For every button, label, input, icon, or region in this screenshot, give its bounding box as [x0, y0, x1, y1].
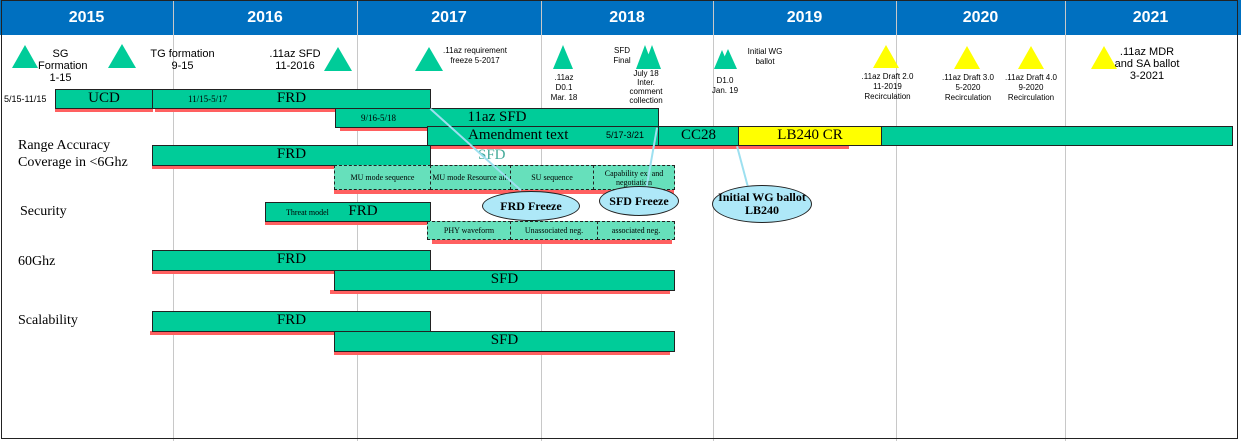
security-frd-bar: Threat model FRD: [265, 202, 431, 222]
amendment-label: Amendment text: [468, 127, 569, 143]
milestone-d01: .11az D0.1 Mar. 18: [550, 73, 578, 102]
threat-model-label: Threat model: [286, 208, 329, 217]
milestone-triangle-icon: [954, 46, 980, 69]
sfd-label: 11az SFD: [467, 109, 527, 125]
gridline: [713, 0, 714, 441]
milestone-triangle-icon: [553, 45, 573, 69]
milestone-sfd: .11az SFD 11-2016: [269, 48, 321, 72]
cc28-label: CC28: [680, 127, 716, 143]
gridline: [173, 0, 174, 441]
year-2016: 2016: [247, 9, 283, 26]
subtask: MU mode sequence: [334, 165, 431, 190]
sfd-dates: 9/16-5/18: [361, 113, 396, 123]
initial-wg-ballot-callout: Initial WG ballot LB240: [712, 185, 812, 223]
year-2015: 2015: [68, 9, 105, 26]
sfd-bar: 9/16-5/18 11az SFD: [335, 108, 659, 128]
milestone-sg: SG Formation 1-15: [38, 48, 88, 84]
milestone-triangle-icon: [1091, 46, 1117, 69]
gridline: [1065, 0, 1066, 441]
ballot-bar: [881, 126, 1233, 146]
bar-label: SFD: [490, 271, 519, 287]
frd-dates: 11/15-5/17: [188, 94, 228, 104]
milestone-d20: .11az Draft 2.0 11-2019 Recirculation: [861, 72, 914, 101]
progress-underline: [55, 108, 153, 112]
scal-frd-bar: FRD: [152, 311, 431, 332]
progress-underline: [334, 351, 670, 355]
lb240-label: LB240 CR: [777, 127, 843, 143]
year-2019: 2019: [786, 9, 823, 26]
year-2021: 2021: [1132, 9, 1169, 26]
progress-underline: [265, 221, 431, 225]
row-label-range: Range Accuracy: [18, 138, 111, 153]
subtask: PHY waveform: [427, 221, 511, 240]
bar-label: SFD: [490, 332, 519, 348]
year-2018: 2018: [609, 9, 645, 26]
bar-label: FRD: [276, 251, 307, 267]
progress-underline: [155, 108, 431, 112]
range-frd-bar: FRD: [152, 145, 431, 166]
bar-label: FRD: [276, 146, 307, 162]
lb240-bar: LB240 CR: [738, 126, 882, 146]
progress-underline: [152, 165, 430, 169]
progress-underline: [334, 190, 674, 194]
bar-label: FRD: [276, 312, 307, 328]
milestone-d10: D1.0 Jan. 19: [711, 76, 739, 95]
row-label-security: Security: [20, 204, 67, 219]
row-label-coverage: Coverage in <6Ghz: [18, 155, 128, 170]
milestone-july: July 18 Inter. comment collection: [629, 69, 663, 105]
frd-bar: 11/15-5/17 FRD: [152, 89, 431, 109]
milestone-req: .11az requirement freeze 5-2017: [443, 46, 507, 65]
milestone-triangle-icon: [324, 47, 352, 71]
year-2017: 2017: [431, 9, 467, 26]
year-2020: 2020: [962, 9, 999, 26]
progress-underline: [152, 270, 430, 274]
milestone-mdr: .11az MDR and SA ballot 3-2021: [1114, 46, 1180, 82]
progress-underline: [427, 145, 849, 149]
frd-label: FRD: [276, 90, 307, 106]
gridline: [896, 0, 897, 441]
amendment-dates: 5/17-3/21: [606, 130, 645, 140]
sfd-freeze-callout: SFD Freeze: [599, 186, 679, 216]
ucd-label: UCD: [88, 90, 120, 106]
milestone-tg: TG formation 9-15: [150, 48, 215, 72]
milestone-d40: .11az Draft 4.0 9-2020 Recirculation: [1005, 73, 1057, 102]
subtask: Capability ex. and negotiation: [593, 165, 675, 190]
ucd-bar: UCD: [55, 89, 153, 109]
milestone-triangle-icon: [108, 44, 136, 68]
frd-freeze-callout: FRD Freeze: [482, 191, 580, 221]
milestone-triangle-icon: [719, 49, 737, 69]
60ghz-frd-bar: FRD: [152, 250, 431, 271]
milestone-triangle-icon: [643, 45, 661, 69]
progress-underline: [432, 240, 672, 244]
milestone-triangle-icon: [1018, 46, 1044, 69]
ucd-dates: 5/15-11/15: [4, 94, 47, 104]
row-label-scalability: Scalability: [18, 313, 78, 328]
60ghz-sfd-bar: SFD: [334, 270, 675, 291]
year-header: [0, 0, 1241, 35]
subtask: associated neg.: [597, 221, 675, 240]
milestone-d30: .11az Draft 3.0 5-2020 Recirculation: [942, 73, 994, 102]
progress-underline: [330, 290, 670, 294]
milestone-wg: Initial WG ballot: [747, 47, 783, 66]
row-label-60ghz: 60Ghz: [18, 254, 56, 269]
milestone-sfd-final: SFD Final: [613, 46, 631, 65]
milestone-triangle-icon: [12, 45, 38, 68]
milestone-triangle-icon: [873, 45, 899, 68]
bar-label: FRD: [348, 203, 378, 219]
milestone-triangle-icon: [415, 47, 443, 71]
subtask: SU sequence: [510, 165, 594, 190]
cc28-bar: CC28: [658, 126, 739, 146]
progress-underline: [150, 331, 430, 335]
subtask: Unassociated neg.: [510, 221, 598, 240]
scal-sfd-bar: SFD: [334, 331, 675, 352]
amendment-bar: Amendment text 5/17-3/21: [427, 126, 659, 146]
